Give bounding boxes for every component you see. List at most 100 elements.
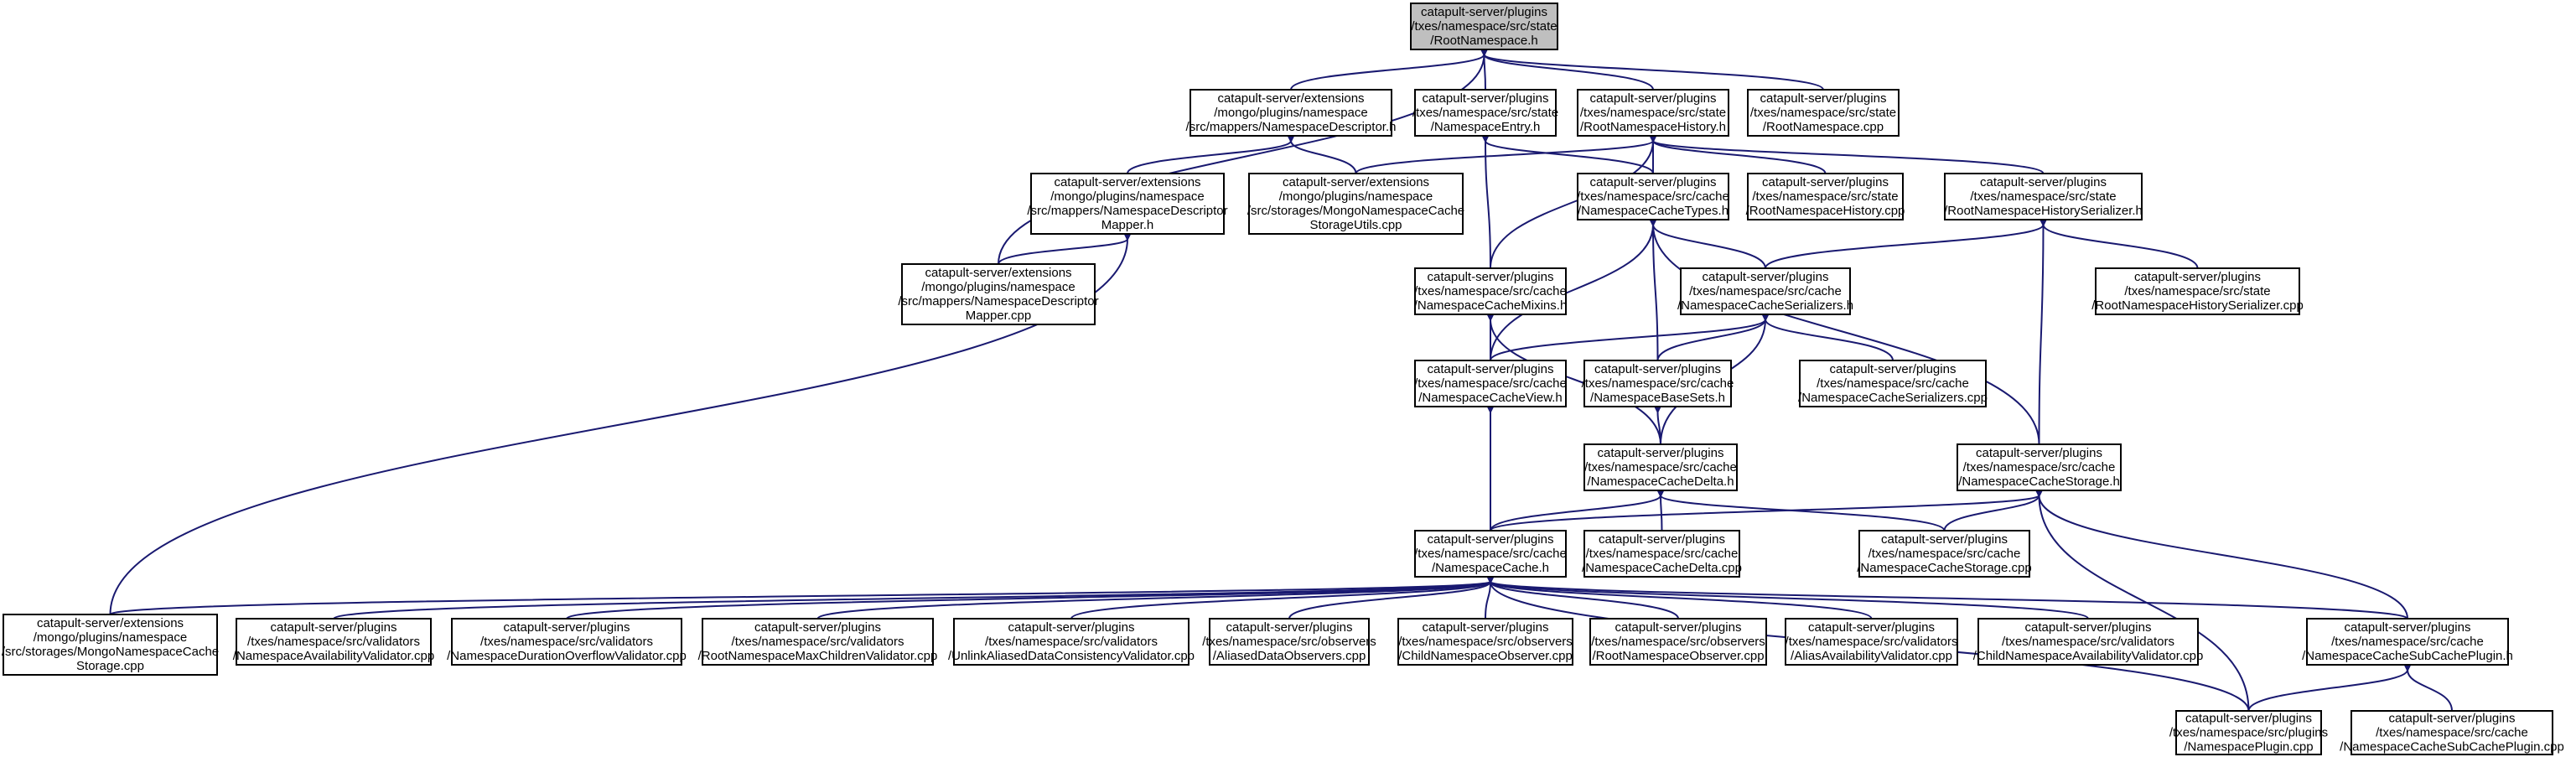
file-node-ns-cachestorage-h[interactable]: catapult-server/plugins/txes/namespace/s…: [1957, 443, 2122, 491]
file-node-box: [1414, 89, 1557, 137]
file-node-box: [2306, 618, 2509, 666]
file-node-label: /NamespaceCacheSubCachePlugin.cpp: [2340, 740, 2564, 754]
file-node-ns-cachemixins-h[interactable]: catapult-server/plugins/txes/namespace/s…: [1414, 267, 1568, 315]
dependency-edge-ns_cache_h-to-ns_cachestorage_h: [1490, 495, 2040, 531]
file-node-label: /txes/namespace/src/cache: [1869, 547, 2021, 561]
file-node-ns-cachestorage-cpp[interactable]: catapult-server/plugins/txes/namespace/s…: [1857, 530, 2032, 578]
file-node-ns-entry-h[interactable]: catapult-server/plugins/txes/namespace/s…: [1412, 89, 1558, 137]
file-node-o-aliased-cpp[interactable]: catapult-server/plugins/txes/namespace/s…: [1202, 618, 1376, 666]
file-node-ext-nsdesc-h[interactable]: catapult-server/extensions/mongo/plugins…: [1186, 89, 1397, 137]
file-node-box: [1414, 267, 1567, 315]
file-node-label: /txes/namespace/src/cache: [1817, 376, 1969, 391]
file-node-root[interactable]: catapult-server/plugins/txes/namespace/s…: [1410, 3, 1558, 50]
file-node-label: /txes/namespace/src/validators: [732, 635, 904, 649]
file-node-label: /mongo/plugins/namespace: [34, 630, 187, 645]
file-node-label: /NamespaceDurationOverflowValidator.cpp: [447, 649, 687, 663]
dependency-edge-rootns_hist_ser_cpp-to-rootns_hist_ser_h: [2044, 225, 2199, 269]
file-node-box: [236, 618, 432, 666]
file-node-ns-subcacheplugin-h[interactable]: catapult-server/plugins/txes/namespace/s…: [2302, 618, 2513, 666]
file-node-box: [2175, 710, 2322, 755]
file-node-ns-cachetypes-h[interactable]: catapult-server/plugins/txes/namespace/s…: [1577, 173, 1729, 220]
file-node-label: catapult-server/plugins: [2389, 712, 2516, 726]
file-node-v-nsdur-cpp[interactable]: catapult-server/plugins/txes/namespace/s…: [447, 618, 687, 666]
file-node-ns-plugin-cpp[interactable]: catapult-server/plugins/txes/namespace/s…: [2169, 710, 2328, 755]
file-node-rootns-cpp[interactable]: catapult-server/plugins/txes/namespace/s…: [1747, 89, 1900, 137]
file-node-label: /txes/namespace/src/cache: [1414, 547, 1567, 561]
file-node-label: /txes/namespace/src/observers: [1591, 635, 1765, 649]
file-node-label: catapult-server/plugins: [1703, 270, 1829, 284]
file-node-label: catapult-server/plugins: [1226, 620, 1353, 635]
file-node-ext-nsdescmapper-cpp[interactable]: catapult-server/extensions/mongo/plugins…: [898, 263, 1099, 325]
file-node-label: catapult-server/plugins: [754, 620, 881, 635]
file-node-box: [1799, 360, 1987, 407]
file-node-label: catapult-server/plugins: [1423, 620, 1549, 635]
file-node-label: /mongo/plugins/namespace: [921, 280, 1075, 294]
file-node-box: [1785, 618, 1958, 666]
file-node-box: [1209, 618, 1370, 666]
file-node-label: /txes/namespace/src/validators: [2002, 635, 2174, 649]
file-node-ns-cache-h[interactable]: catapult-server/plugins/txes/namespace/s…: [1414, 530, 1567, 578]
file-node-label: /txes/namespace/src/cache: [1584, 460, 1737, 474]
file-node-v-unlink-cpp[interactable]: catapult-server/plugins/txes/namespace/s…: [948, 618, 1195, 666]
file-node-v-nsavail-cpp[interactable]: catapult-server/plugins/txes/namespace/s…: [233, 618, 434, 666]
dependency-edge-ns_plugin_cpp-to-ns_subcacheplugin_h: [2247, 670, 2408, 712]
file-node-label: catapult-server/plugins: [2345, 620, 2471, 635]
file-node-box: [3, 614, 218, 676]
file-node-box: [1410, 3, 1558, 50]
file-node-o-childns-cpp[interactable]: catapult-server/plugins/txes/namespace/s…: [1397, 618, 1573, 666]
file-node-rootns-history-h[interactable]: catapult-server/plugins/txes/namespace/s…: [1577, 89, 1729, 137]
file-node-rootns-hist-ser-cpp[interactable]: catapult-server/plugins/txes/namespace/s…: [2091, 267, 2304, 315]
file-node-label: /txes/namespace/src/cache: [1586, 547, 1739, 561]
file-node-o-rootns-cpp[interactable]: catapult-server/plugins/txes/namespace/s…: [1589, 618, 1767, 666]
file-node-ns-cacheser-cpp[interactable]: catapult-server/plugins/txes/namespace/s…: [1798, 360, 1988, 407]
file-node-label: /NamespaceBaseSets.h: [1590, 391, 1725, 405]
file-node-box: [1577, 89, 1729, 137]
file-node-label: /txes/namespace/src/validators: [247, 635, 420, 649]
file-node-label: /src/mappers/NamespaceDescriptor: [1027, 204, 1227, 218]
dependency-edge-ext_nsdescmapper_h-to-ext_nsdesc_h: [1127, 141, 1291, 174]
file-node-box: [1190, 89, 1392, 137]
file-node-label: /txes/namespace/src/validators: [1786, 635, 1958, 649]
file-node-ns-cachedelta-cpp[interactable]: catapult-server/plugins/txes/namespace/s…: [1582, 530, 1742, 578]
file-nodes: catapult-server/plugins/txes/namespace/s…: [2, 3, 2564, 755]
file-node-label: /src/mappers/NamespaceDescriptor: [898, 294, 1098, 309]
file-node-v-aliasavail-cpp[interactable]: catapult-server/plugins/txes/namespace/s…: [1785, 618, 1958, 666]
file-node-label: /txes/namespace/src/plugins: [2169, 726, 2328, 740]
dependency-edge-ns_cachemixins_h-to-rootns_history_h: [1490, 141, 1653, 269]
file-node-label: /txes/namespace/src/cache: [2376, 726, 2528, 740]
file-node-v-rootmax-cpp[interactable]: catapult-server/plugins/txes/namespace/s…: [698, 618, 938, 666]
file-node-rootns-hist-ser-h[interactable]: catapult-server/plugins/txes/namespace/s…: [1944, 173, 2143, 220]
file-node-label: /NamespaceCacheTypes.h: [1578, 204, 1729, 218]
file-node-ns-basesets-h[interactable]: catapult-server/plugins/txes/namespace/s…: [1582, 360, 1734, 407]
dependency-edge-ns_basesets_h-to-ns_cachetypes_h: [1653, 225, 1659, 361]
file-node-label: /AliasedDataObservers.cpp: [1213, 649, 1366, 663]
file-node-label: /txes/namespace/src/observers: [1202, 635, 1376, 649]
file-node-label: /NamespaceCacheDelta.cpp: [1582, 561, 1742, 575]
file-node-ext-nsdescmapper-h[interactable]: catapult-server/extensions/mongo/plugins…: [1027, 173, 1228, 235]
file-node-label: /src/storages/MongoNamespaceCache: [2, 645, 219, 659]
dependency-edge-o_rootns_cpp-to-ns_cache_h: [1490, 582, 1679, 620]
file-node-label: /txes/namespace/src/validators: [985, 635, 1158, 649]
file-node-label: /NamespaceCache.h: [1432, 561, 1549, 575]
dependency-edge-ns_cacheser_h-to-rootns_hist_ser_h: [1765, 225, 2044, 269]
dependency-edge-ns_cacheser_cpp-to-ns_cacheser_h: [1765, 319, 1894, 361]
file-node-ns-cacheser-h[interactable]: catapult-server/plugins/txes/namespace/s…: [1677, 267, 1853, 315]
file-node-ns-cacheview-h[interactable]: catapult-server/plugins/txes/namespace/s…: [1414, 360, 1567, 407]
file-node-label: /txes/namespace/src/state: [1970, 189, 2116, 204]
file-node-box: [2095, 267, 2300, 315]
file-node-rootns-history-cpp[interactable]: catapult-server/plugins/txes/namespace/s…: [1746, 173, 1905, 220]
file-node-v-childavail-cpp[interactable]: catapult-server/plugins/txes/namespace/s…: [1973, 618, 2204, 666]
dependency-edge-ns_cachestorage_cpp-to-ns_cachestorage_h: [1943, 495, 2040, 531]
file-node-ext-mongocachestorage-cpp[interactable]: catapult-server/extensions/mongo/plugins…: [2, 614, 219, 676]
file-node-label: catapult-server/plugins: [1008, 620, 1135, 635]
file-node-label: catapult-server/plugins: [1428, 362, 1554, 376]
file-node-box: [1414, 360, 1567, 407]
dependency-edge-ns_cachestorage_h-to-ns_cachetypes_h: [1653, 225, 2040, 445]
file-node-label: /txes/namespace/src/state: [1752, 189, 1898, 204]
file-node-ext-storageutils-cpp[interactable]: catapult-server/extensions/mongo/plugins…: [1247, 173, 1464, 235]
dependency-edge-ns_cachedelta_h-to-ns_basesets_h: [1658, 412, 1661, 445]
file-node-label: /txes/namespace/src/cache: [1689, 284, 1842, 298]
file-node-ns-subcacheplugin-cpp[interactable]: catapult-server/plugins/txes/namespace/s…: [2340, 710, 2564, 755]
file-node-ns-cachedelta-h[interactable]: catapult-server/plugins/txes/namespace/s…: [1583, 443, 1738, 491]
